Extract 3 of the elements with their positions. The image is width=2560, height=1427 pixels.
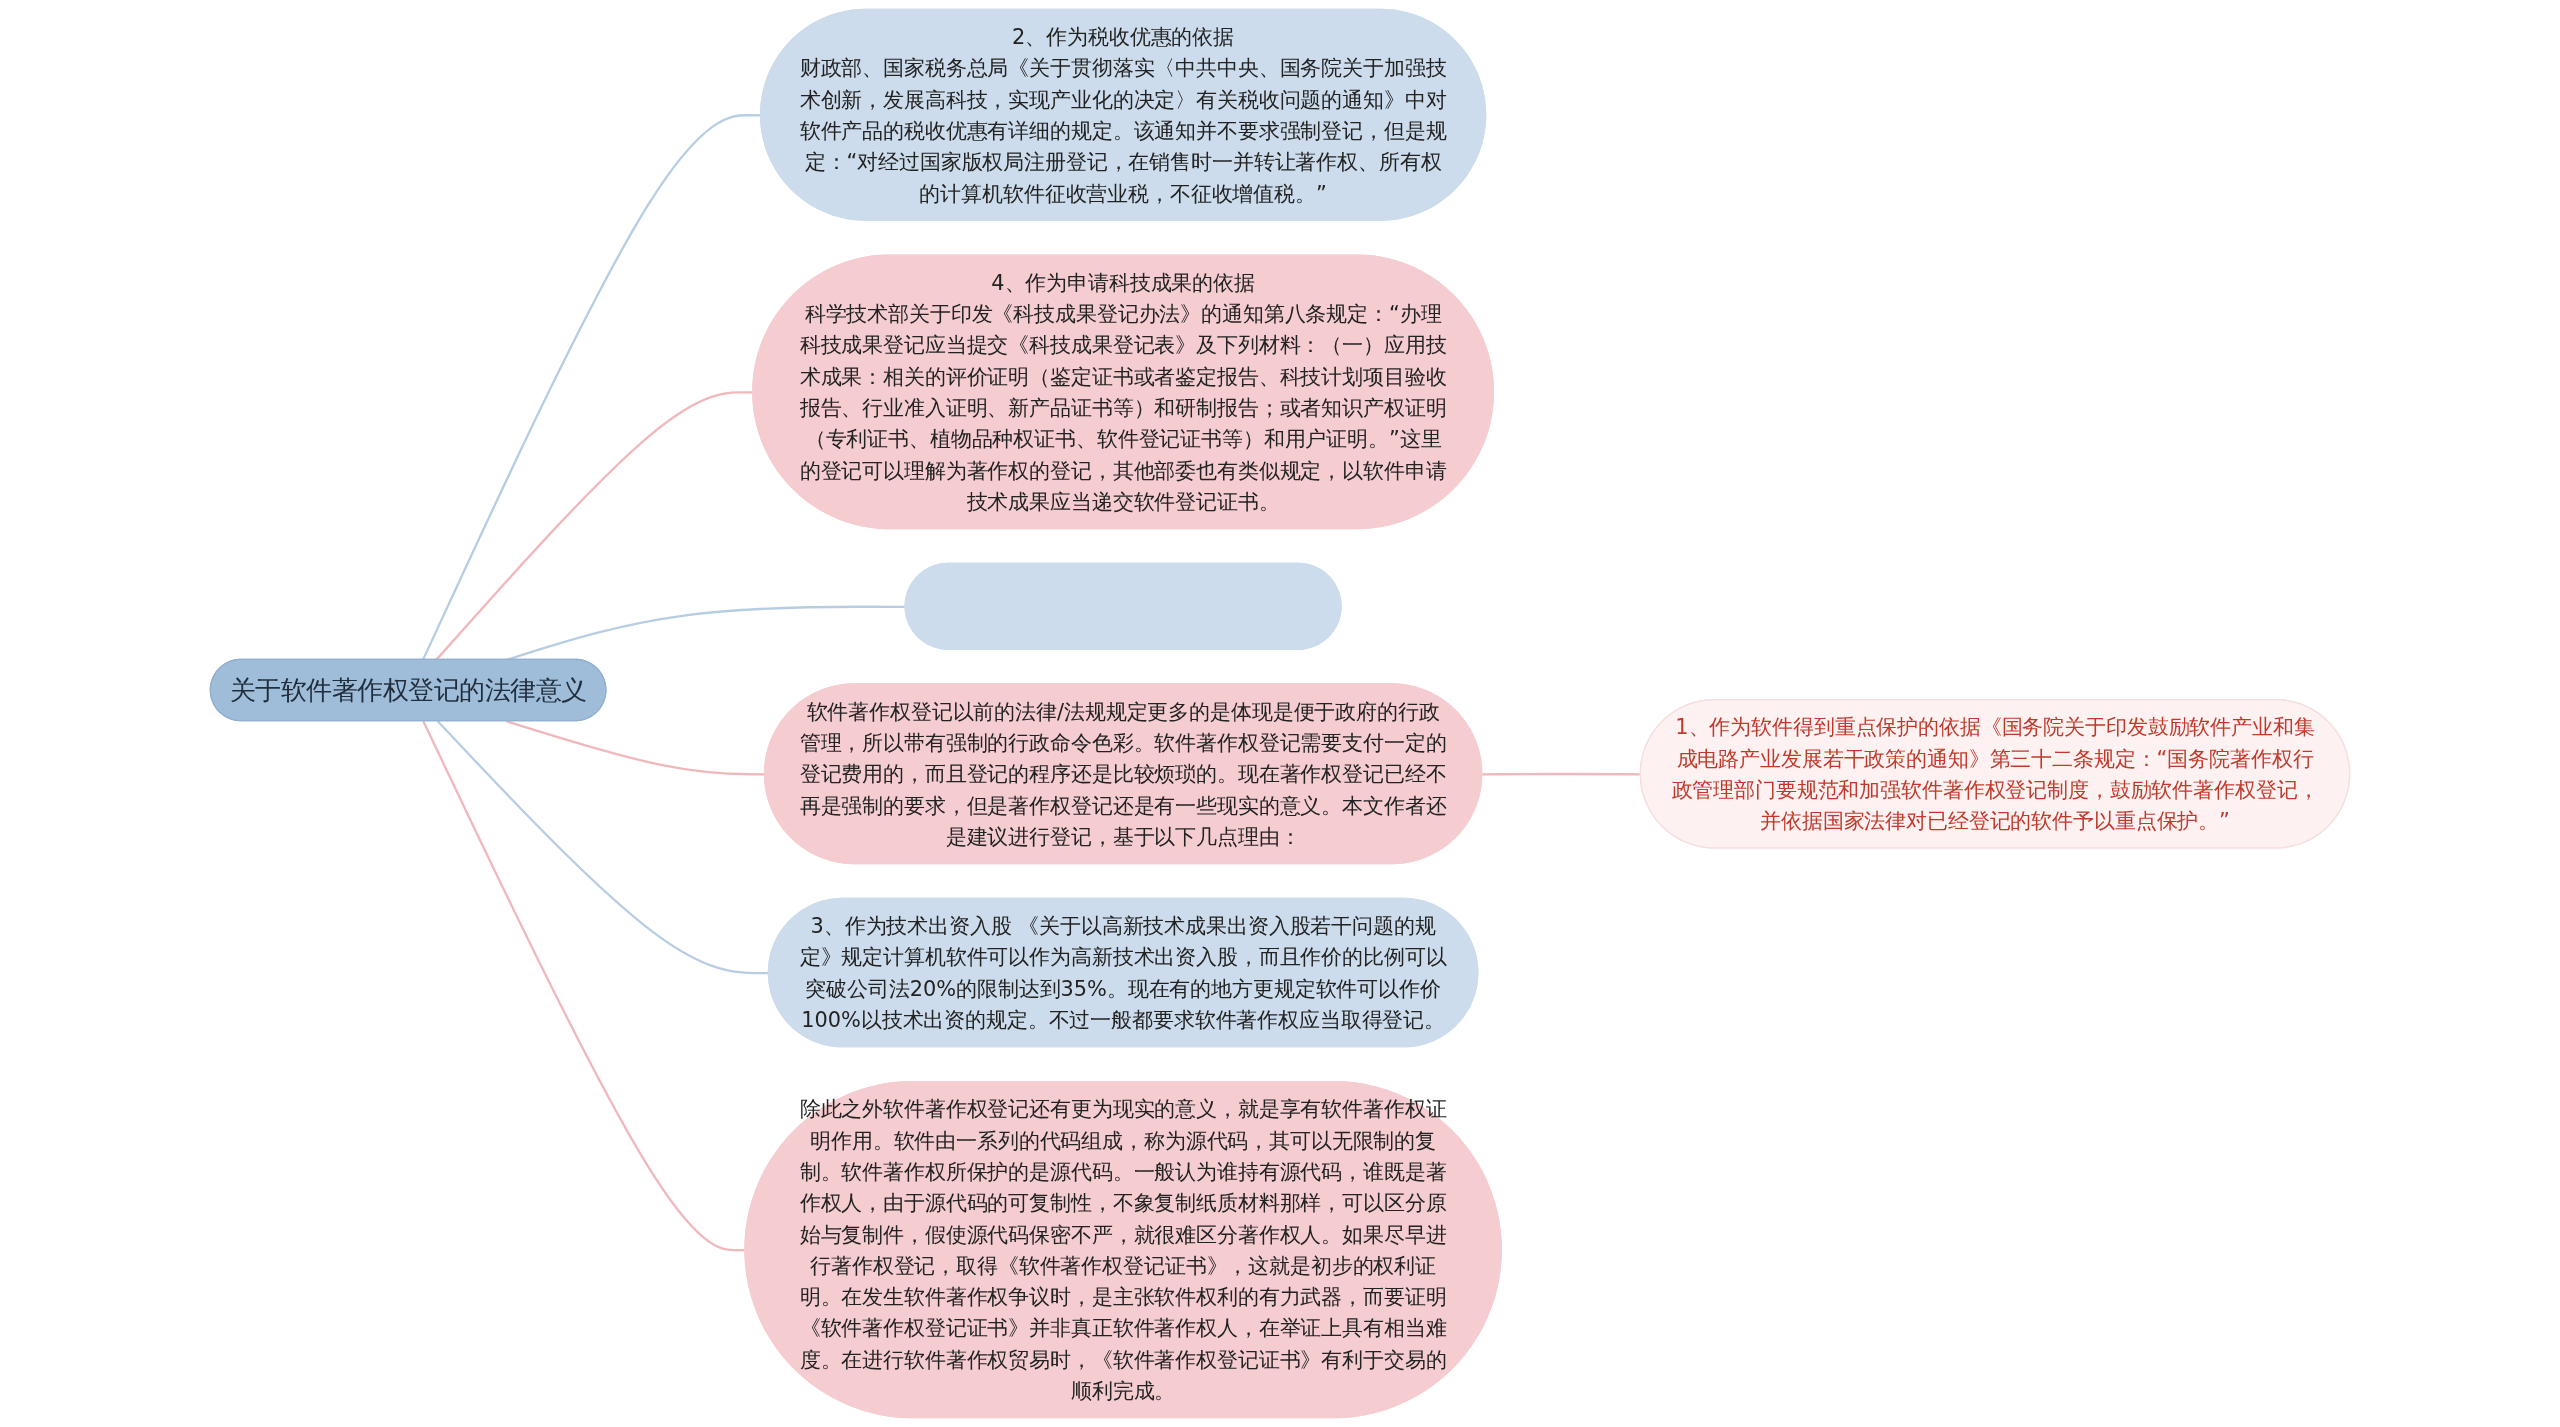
connector (436, 720, 769, 975)
connector (506, 605, 906, 661)
connector (1482, 772, 1641, 776)
